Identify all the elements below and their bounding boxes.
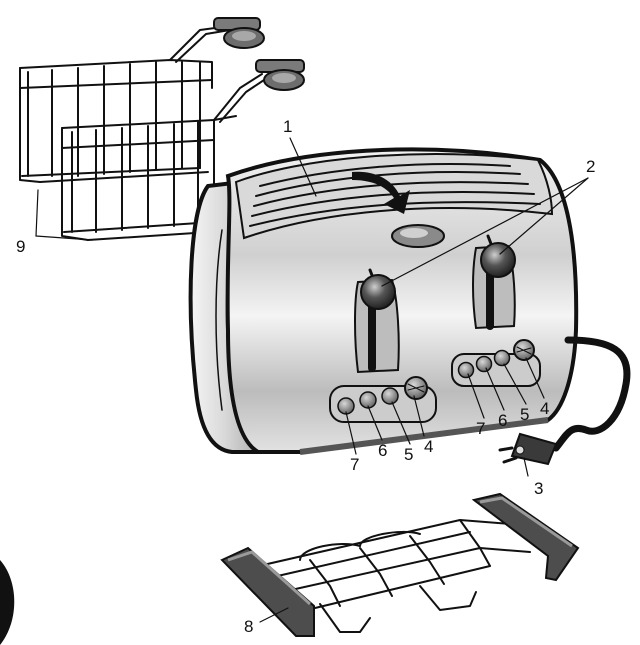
lever-knob-right-icon[interactable]: [480, 242, 516, 278]
callout-6-left: 6: [378, 441, 387, 460]
button-right-1[interactable]: [457, 361, 475, 379]
control-panel-left: [329, 376, 437, 423]
lid-arrow: [352, 171, 410, 214]
rack-handle-right[interactable]: [471, 492, 580, 582]
power-cord: [552, 336, 631, 452]
button-left-2[interactable]: [359, 391, 377, 409]
callout-2: 2: [586, 157, 595, 176]
button-left-3[interactable]: [381, 387, 399, 405]
callout-1: 1: [283, 117, 292, 136]
sandwich-cage-back: [19, 17, 265, 183]
rack-handle-left[interactable]: [220, 546, 315, 637]
callout-3: 3: [534, 479, 543, 498]
callout-8: 8: [244, 617, 253, 636]
lever-right[interactable]: [480, 234, 516, 278]
callout-6-right: 6: [498, 411, 507, 430]
control-panel-right: [451, 339, 541, 387]
callout-7-right: 7: [476, 419, 485, 438]
toaster: [188, 147, 631, 466]
callout-5-right: 5: [520, 405, 529, 424]
callout-labels: 1 2 3 4 5 6 7 4 5 6 7 8 9: [16, 117, 595, 636]
callout-9: 9: [16, 237, 25, 256]
lever-knob-left-icon[interactable]: [360, 274, 396, 310]
callout-5-left: 5: [404, 445, 413, 464]
button-right-3[interactable]: [493, 349, 511, 367]
callout-4-left: 4: [424, 437, 433, 456]
button-right-2[interactable]: [475, 355, 493, 373]
leader-lines: [35, 137, 589, 623]
bun-warmer-rack: [220, 492, 580, 637]
edge-shadow: [0, 560, 15, 645]
callout-7-left: 7: [350, 455, 359, 474]
callout-4-right: 4: [540, 399, 549, 418]
lid-ridges: [249, 163, 541, 227]
power-plug: [498, 432, 558, 466]
